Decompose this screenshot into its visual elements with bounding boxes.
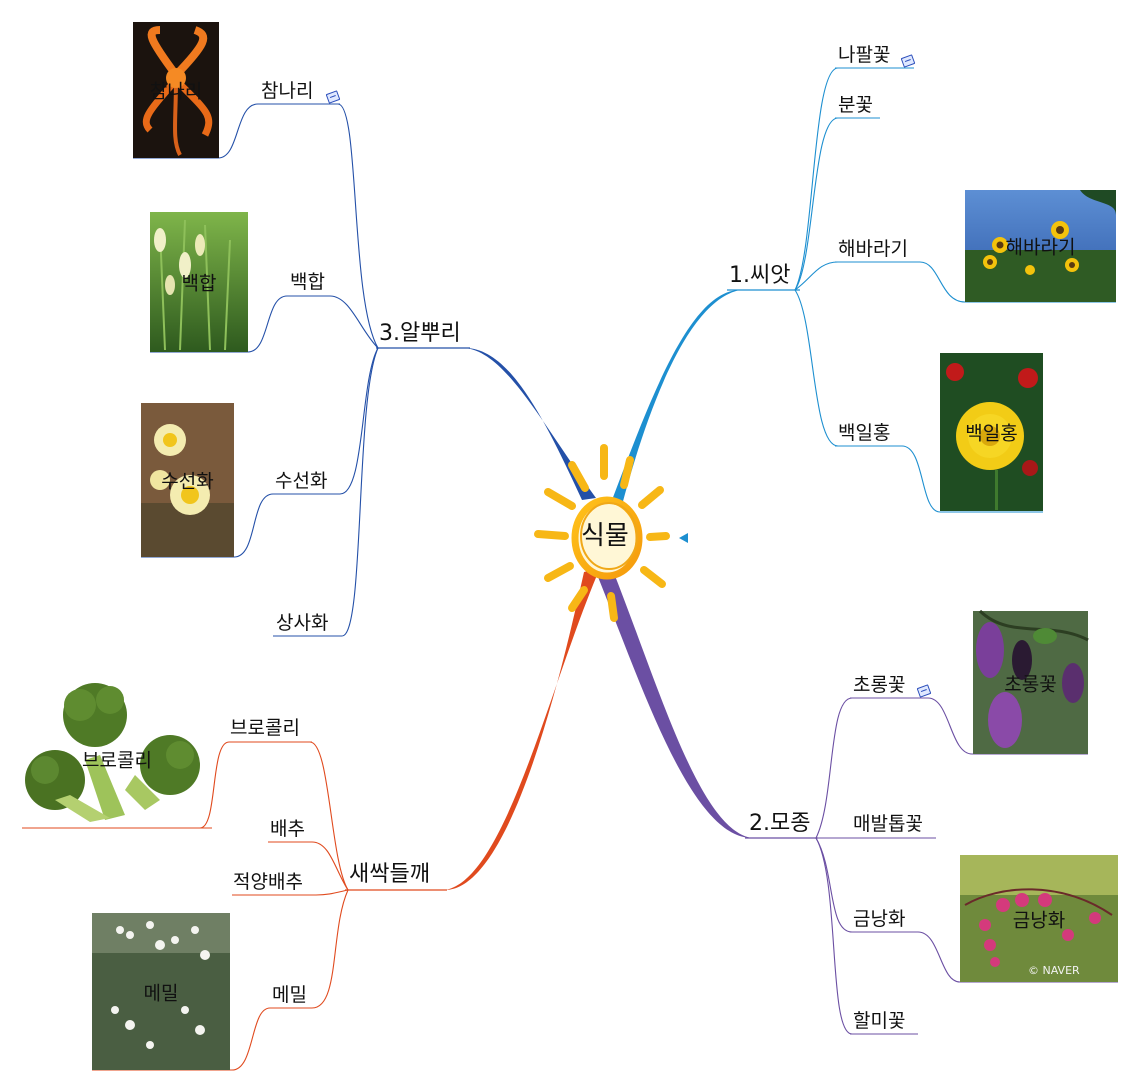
branch-seedling-connector xyxy=(596,568,752,838)
bulb-item-daffodil[interactable]: 수선화 xyxy=(275,470,328,492)
center-topic[interactable]: 식물 xyxy=(581,521,629,551)
daffodil-photo xyxy=(141,403,234,557)
photo-caption: 금낭화 xyxy=(1012,909,1066,931)
seed-item-four-oclock[interactable]: 분꽃 xyxy=(838,94,873,116)
bleeding-heart-photo-frame: 금낭화 xyxy=(960,855,1118,982)
seed-item-morning-glory[interactable]: 나팔꽃 xyxy=(838,44,891,66)
lily-photo xyxy=(150,212,248,352)
branch-sprout-connector xyxy=(445,568,600,890)
photo-caption: 백합 xyxy=(181,272,217,295)
seedling-item-columbine[interactable]: 매발톱꽃 xyxy=(853,813,923,835)
bellflower-photo xyxy=(973,609,1089,754)
photo-caption: 참나리 xyxy=(149,80,203,103)
zinnia-photo-frame: 백일홍 xyxy=(940,353,1043,511)
collapse-arrow-icon[interactable] xyxy=(679,533,688,543)
seed-item-sunflower[interactable]: 해바라기 xyxy=(838,238,908,260)
branch-seed-label[interactable]: 1.씨앗 xyxy=(729,263,791,288)
branch-bulb-label[interactable]: 3.알뿌리 xyxy=(379,321,461,346)
sprout-item-buckwheat[interactable]: 메밀 xyxy=(272,984,307,1006)
photo-caption: 브로콜리 xyxy=(82,749,152,771)
seedling-item-bleeding-heart[interactable]: 금낭화 xyxy=(853,908,906,930)
seedling-item-bellflower[interactable]: 초롱꽃 xyxy=(853,674,906,696)
photo-caption: 백일홍 xyxy=(965,422,1018,445)
tiger-lily-photo xyxy=(133,22,219,158)
photo-caption: 메밀 xyxy=(143,982,179,1004)
bellflower-photo-frame: 초롱꽃 xyxy=(973,611,1088,754)
sunflower-photo xyxy=(965,190,1116,302)
zinnia-photo xyxy=(940,353,1043,511)
sunflower-photo-frame: 해바라기 xyxy=(965,190,1116,302)
lily-photo-frame: 백합 xyxy=(150,212,248,352)
broccoli-photo-frame: 브로콜리 xyxy=(22,690,212,827)
sprout-item-broccoli[interactable]: 브로콜리 xyxy=(230,717,300,739)
bulb-item-spider-lily[interactable]: 상사화 xyxy=(276,612,329,634)
daffodil-photo-frame: 수선화 xyxy=(141,403,234,557)
sprout-item-cabbage[interactable]: 배추 xyxy=(270,818,305,840)
branch-sprout-label[interactable]: 새싹들깨 xyxy=(349,862,430,887)
seed-item-zinnia[interactable]: 백일홍 xyxy=(838,422,891,444)
tiger-lily-photo-frame: 참나리 xyxy=(133,22,219,158)
bulb-item-tiger-lily[interactable]: 참나리 xyxy=(261,80,314,102)
buckwheat-photo xyxy=(92,913,230,1070)
photo-caption: 해바라기 xyxy=(1005,236,1076,259)
buckwheat-photo-frame: 메밀 xyxy=(92,913,230,1070)
branch-seedling-label[interactable]: 2.모종 xyxy=(749,811,811,836)
sun-icon[interactable] xyxy=(534,444,670,622)
broccoli-photo xyxy=(25,683,200,822)
photo-watermark: © NAVER xyxy=(1028,964,1080,977)
seedling-item-pasque-flower[interactable]: 할미꽃 xyxy=(853,1010,906,1032)
bleeding-heart-photo: © NAVER xyxy=(960,855,1118,982)
photo-caption: 초롱꽃 xyxy=(1004,673,1057,695)
sprout-item-red-cabbage[interactable]: 적양배추 xyxy=(233,871,303,893)
bulb-item-lily[interactable]: 백합 xyxy=(290,271,325,293)
sprout-sub-connectors xyxy=(22,741,349,1071)
photo-caption: 수선화 xyxy=(161,470,214,493)
branch-seed-connector xyxy=(612,290,740,505)
